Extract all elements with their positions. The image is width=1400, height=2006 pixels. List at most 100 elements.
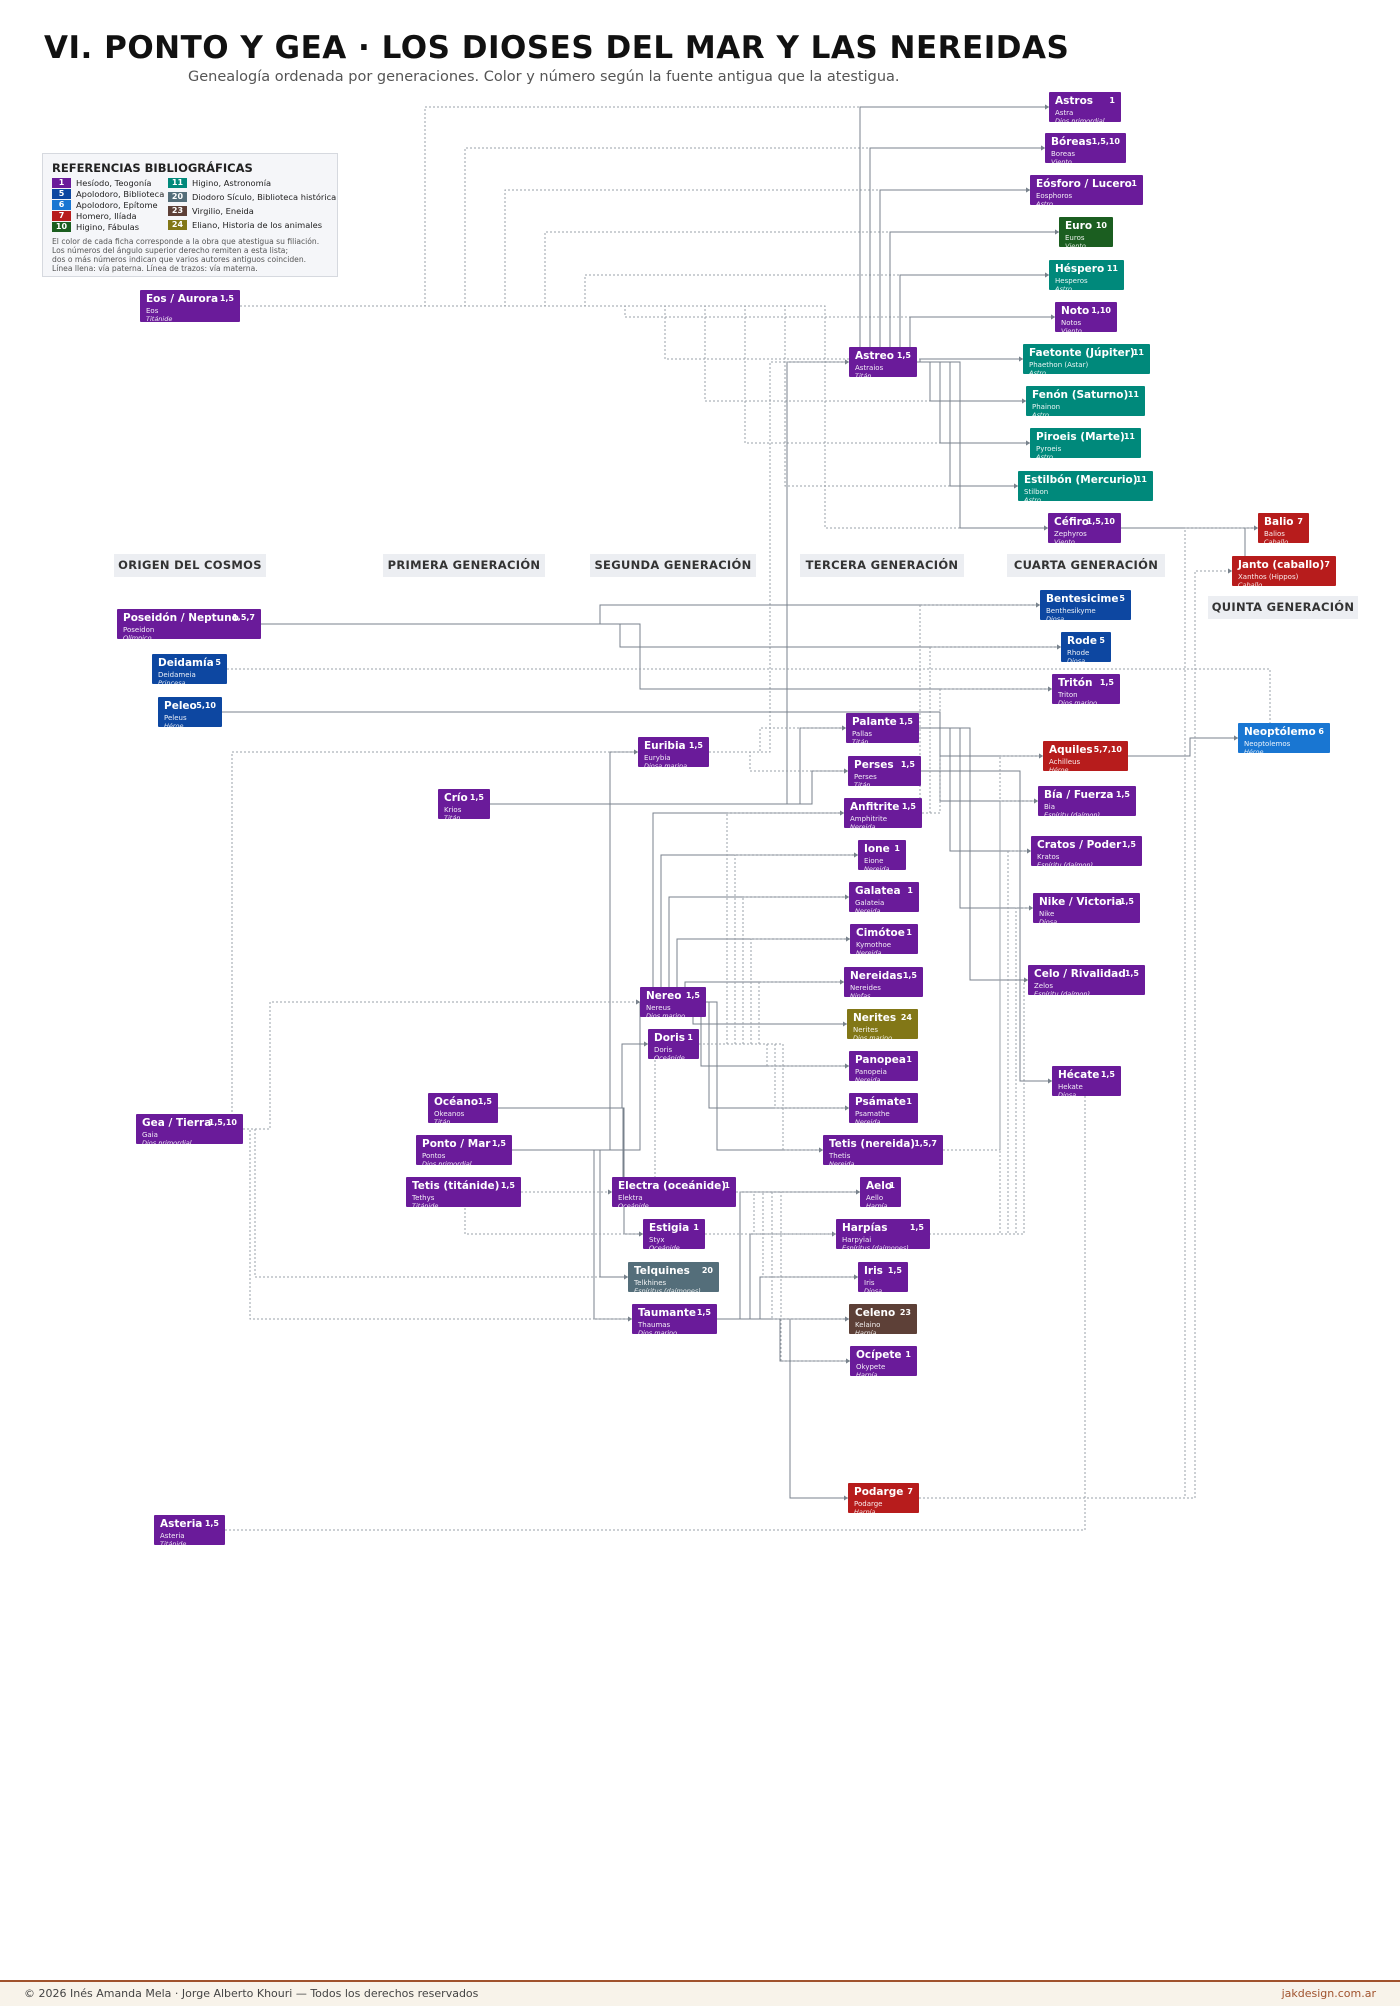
arrowhead [840, 810, 844, 816]
generation-label-origin: ORIGEN DEL COSMOS [114, 554, 266, 577]
footer-website[interactable]: jakdesign.com.ar [1281, 1987, 1376, 2000]
connection-line [919, 570, 1232, 1499]
node-role: Dios primordial [1055, 117, 1105, 122]
connection-line [917, 361, 1048, 529]
node-source-number: 5 [1119, 594, 1125, 603]
connection-line [706, 1001, 823, 1151]
node-name: Palante [852, 716, 897, 728]
connection-line [709, 751, 848, 772]
connection-line [684, 981, 844, 1003]
connection-line [498, 1043, 648, 1109]
node-greek-name: Deidameia [158, 671, 196, 679]
node-name: Tetis (nereida) [829, 1138, 916, 1150]
node-role: Harpía [866, 1202, 888, 1207]
connection-line [889, 231, 1059, 363]
arrowhead [1051, 314, 1055, 320]
node-name: Euro [1065, 220, 1093, 232]
node-name: Deidamía [158, 657, 214, 669]
node-role: Oceánide [654, 1054, 685, 1059]
node-source-number: 1 [906, 1055, 912, 1064]
arrowhead [1041, 145, 1045, 151]
connection-line [512, 751, 638, 1151]
node-name: Océano [434, 1096, 479, 1108]
node-greek-name: Nereus [646, 1004, 671, 1012]
node-source-number: 7 [907, 1487, 913, 1496]
connection-line [490, 770, 848, 805]
connection-line [921, 770, 1052, 1082]
node-name: Nerites [853, 1012, 897, 1024]
connection-line [736, 1191, 850, 1362]
node-source-number: 1,5 [685, 991, 700, 1000]
node-source-number: 5 [215, 658, 221, 667]
connection-line [919, 727, 1031, 852]
node-greek-name: Astraios [855, 364, 884, 372]
node-greek-name: Kratos [1037, 853, 1060, 861]
connection-line [699, 812, 844, 1045]
node-source-number: 1,5 [688, 741, 703, 750]
node-source-number: 11 [1106, 264, 1118, 273]
node-source-number: 1,5 [500, 1181, 515, 1190]
node-source-number: 23 [899, 1308, 911, 1317]
node-source-number: 20 [701, 1266, 713, 1275]
